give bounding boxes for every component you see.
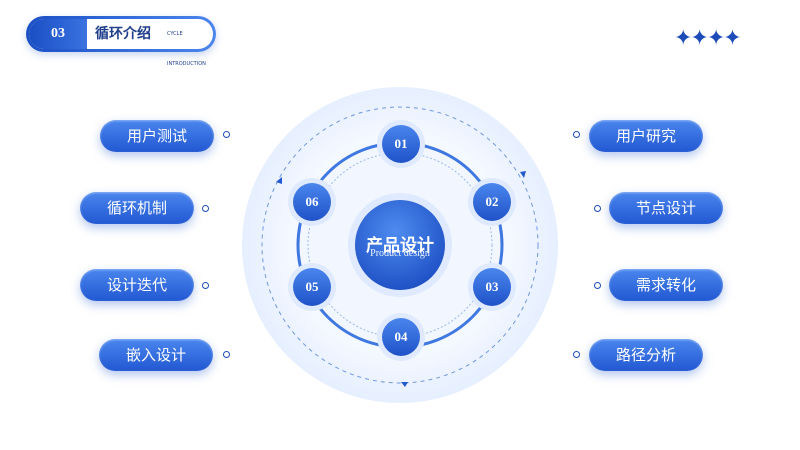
dashed-orbit: [261, 106, 539, 384]
orbit-arrow-icon: [401, 382, 408, 387]
connector-dot: [202, 282, 209, 289]
pill-user-research: 用户研究: [589, 120, 703, 152]
connector-dot: [223, 131, 230, 138]
connector-dot: [223, 351, 230, 358]
node-04: [382, 318, 420, 356]
pill-cycle-mechanism: 循环机制: [80, 192, 194, 224]
node-group: [288, 120, 516, 361]
connector-dot: [202, 205, 209, 212]
node-label-01: 01: [394, 136, 408, 151]
connector-dot: [594, 205, 601, 212]
center-title: 产品设计: [366, 236, 434, 256]
pill-requirement-conversion: 需求转化: [609, 269, 723, 301]
pill-path-analysis: 路径分析: [589, 339, 703, 371]
section-title: 循环介绍: [95, 26, 151, 42]
node-03: [473, 268, 511, 306]
star-decoration-icon: ✦✦✦✦: [674, 26, 742, 51]
section-header: 03 循环介绍 CYCLE INTRODUCTION: [26, 16, 216, 67]
section-subtitle: CYCLE INTRODUCTION: [167, 31, 206, 67]
connector-dot: [573, 351, 580, 358]
node-06: [293, 183, 331, 221]
pill-node-design: 节点设计: [609, 192, 723, 224]
center-subtitle: Product design: [370, 248, 430, 259]
node-label-06: 06: [305, 194, 319, 209]
orbit-arrow-icon: [520, 171, 526, 178]
node-label-02: 02: [485, 194, 499, 209]
section-number: 03: [29, 19, 87, 49]
node-label-05: 05: [305, 279, 319, 294]
pill-design-iteration: 设计迭代: [80, 269, 194, 301]
pill-embedded-design: 嵌入设计: [99, 339, 213, 371]
node-01: [382, 125, 420, 163]
node-label-03: 03: [485, 279, 499, 294]
node-02: [473, 183, 511, 221]
center-circle: [355, 200, 445, 290]
section-header-inner: 03 循环介绍 CYCLE INTRODUCTION: [29, 19, 213, 67]
node-label-04: 04: [394, 329, 408, 344]
node-05: [293, 268, 331, 306]
connector-dot: [594, 282, 601, 289]
pill-user-testing: 用户测试: [100, 120, 214, 152]
connector-dot: [573, 131, 580, 138]
orbit-arrow-icon: [276, 177, 282, 184]
